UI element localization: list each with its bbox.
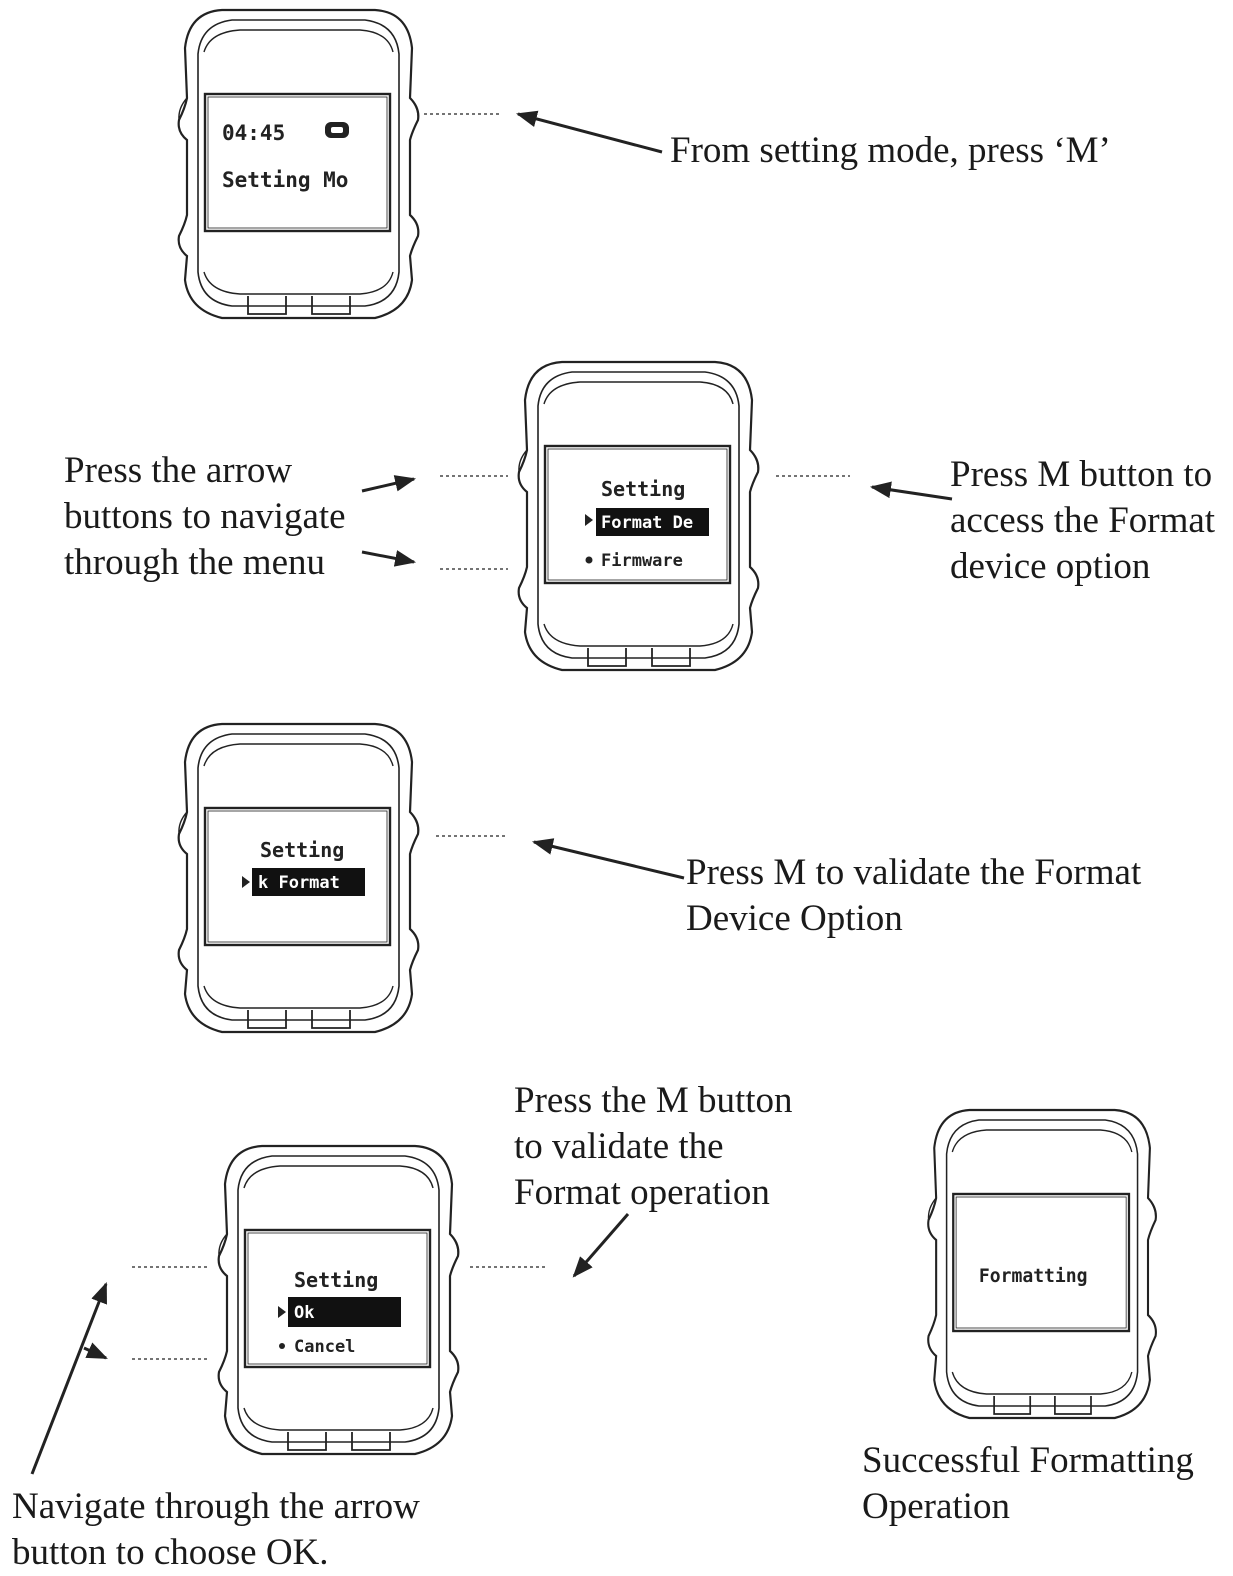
arrow-icon: [572, 1213, 630, 1278]
triangle-pointer-icon: [585, 514, 593, 526]
screen-title: Setting Mo: [222, 168, 348, 192]
battery-icon: [325, 122, 349, 138]
caption-step-2-right: Press M button to access the Format devi…: [950, 452, 1215, 590]
caption-line: to validate the: [514, 1126, 724, 1167]
watch-step-4: Setting Ok Cancel: [217, 1144, 460, 1456]
caption-step-5: Successful Formatting Operation: [862, 1438, 1194, 1530]
caption-line: Press the arrow: [64, 450, 293, 491]
caption-line: Press the M button: [514, 1080, 793, 1121]
screen-message: Formatting: [979, 1266, 1088, 1288]
bullet-icon: [585, 556, 593, 564]
caption-step-4-bottom: Navigate through the arrow button to cho…: [12, 1484, 420, 1576]
arrow-icon: [869, 481, 953, 501]
triangle-pointer-icon: [242, 876, 250, 888]
triangle-pointer-icon: [278, 1306, 286, 1318]
arrow-icon: [83, 1342, 108, 1360]
caption-line: Press M to validate the Format: [686, 852, 1142, 893]
arrow-icon: [361, 475, 417, 493]
screen-title: Setting: [601, 477, 685, 501]
screen-title: Setting: [294, 1268, 378, 1292]
watch-step-5: Formatting: [927, 1108, 1158, 1420]
screen-title: Setting: [260, 838, 344, 862]
caption-line: Operation: [862, 1486, 1010, 1527]
caption-step-1: From setting mode, press ‘M’: [670, 128, 1111, 174]
selected-row-highlight: [288, 1297, 401, 1327]
screen-selected-item: Format De: [601, 513, 693, 533]
caption-line: access the Format: [950, 500, 1216, 541]
caption-line: through the menu: [64, 542, 326, 583]
watch-step-2: Setting Format De Firmware: [517, 360, 760, 672]
caption-line: From setting mode, press ‘M’: [670, 130, 1111, 171]
caption-line: Press M button to: [950, 454, 1213, 495]
caption-line: Navigate through the arrow: [12, 1486, 420, 1527]
caption-line: Successful Formatting: [862, 1440, 1194, 1481]
arrow-icon: [515, 110, 663, 154]
arrow-icon: [30, 1282, 108, 1475]
caption-line: Device Option: [686, 898, 903, 939]
arrow-icon: [531, 838, 685, 880]
bullet-icon: [279, 1343, 285, 1349]
watch-step-3: Setting k Format: [177, 722, 420, 1034]
caption-step-3: Press M to validate the Format Device Op…: [686, 850, 1141, 942]
screen-other-item: Firmware: [601, 551, 683, 571]
caption-line: device option: [950, 546, 1151, 587]
caption-step-4-top: Press the M button to validate the Forma…: [514, 1078, 793, 1216]
caption-line: Format operation: [514, 1172, 770, 1213]
screen-selected-item: k Format: [258, 873, 340, 893]
arrow-icon: [361, 550, 417, 567]
caption-step-2-left: Press the arrow buttons to navigate thro…: [64, 448, 346, 586]
caption-line: buttons to navigate: [64, 496, 346, 537]
screen-time: 04:45: [222, 121, 285, 145]
screen-selected-item: Ok: [294, 1303, 314, 1323]
caption-line: button to choose OK.: [12, 1532, 329, 1573]
watch-step-1: 04:45 Setting Mo: [177, 8, 420, 320]
screen-other-item: Cancel: [294, 1337, 355, 1357]
selected-row-highlight: [252, 868, 365, 896]
selected-row-highlight: [596, 508, 709, 536]
